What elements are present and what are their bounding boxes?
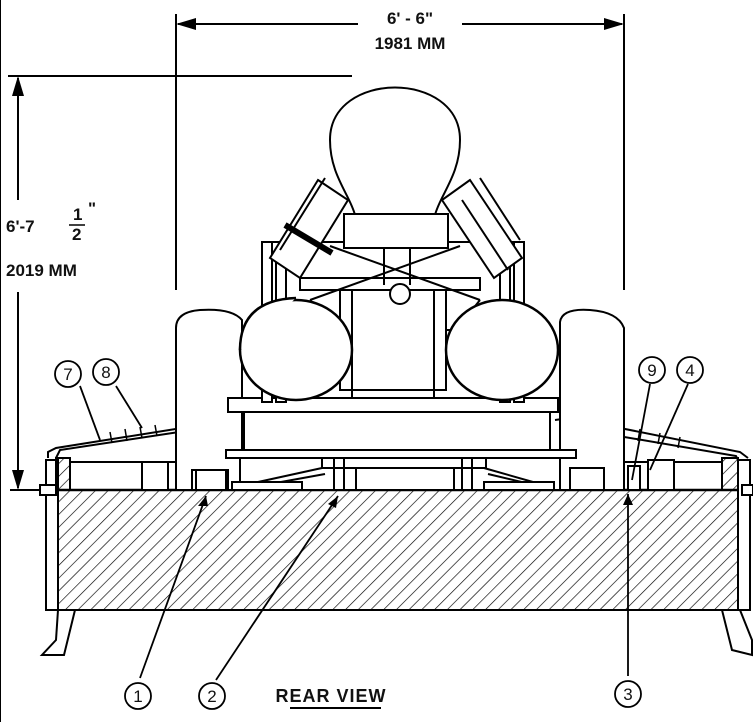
callout-2: 2 [198, 682, 226, 710]
svg-text:1: 1 [133, 687, 142, 706]
height-dimension-feet: 6'-7 [6, 217, 35, 236]
callout-7: 7 [54, 360, 82, 388]
left-side-wall [55, 457, 71, 491]
svg-text:4: 4 [685, 361, 694, 380]
lower-frame-struts [257, 458, 541, 490]
callout-leaders [79, 383, 689, 681]
svg-text:3: 3 [623, 685, 632, 704]
right-tank [444, 298, 560, 402]
height-dimension-mm: 2019 MM [6, 261, 77, 280]
lower-frame [225, 397, 577, 491]
left-cylinder [175, 308, 243, 491]
height-dimension [8, 75, 352, 491]
right-side-wall [721, 457, 739, 491]
callout-8: 8 [92, 358, 120, 386]
right-skid [720, 459, 753, 657]
callout-9: 9 [638, 356, 666, 384]
right-cylinder [559, 308, 625, 491]
center-hub [389, 283, 411, 305]
frame-feet [231, 481, 555, 491]
height-dimension-fraction-den: 2 [72, 225, 81, 244]
callout-3: 3 [614, 680, 642, 708]
left-side-panel [268, 177, 350, 280]
left-tank [238, 296, 354, 402]
callout-arrowheads [198, 494, 633, 508]
callout-1: 1 [124, 682, 152, 710]
width-dimension [175, 14, 625, 290]
left-skid [39, 459, 77, 656]
width-dimension-feet: 6' - 6" [387, 9, 433, 28]
seat-back [328, 86, 462, 249]
svg-text:2: 2 [207, 687, 216, 706]
width-dimension-mm: 1981 MM [375, 34, 446, 53]
height-dimension-inch-mark: " [88, 199, 96, 218]
svg-text:9: 9 [647, 361, 656, 380]
callout-4: 4 [676, 356, 704, 384]
svg-text:8: 8 [101, 363, 110, 382]
right-side-panel [440, 177, 524, 280]
view-title: REAR VIEW [275, 686, 386, 706]
base-hatched [55, 489, 739, 611]
height-dimension-fraction-num: 1 [73, 205, 82, 224]
svg-text:7: 7 [63, 365, 72, 384]
left-blocks [141, 461, 229, 491]
